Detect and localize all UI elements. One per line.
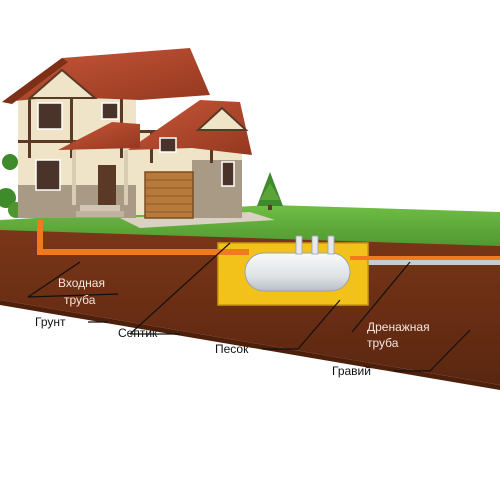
tree-icon [257, 172, 283, 210]
inlet-pipe [37, 220, 500, 260]
label-drain-pipe-2: труба [367, 336, 399, 350]
garage-door [144, 171, 194, 219]
septic-tank [244, 235, 351, 292]
leader-inlet-pipe [27, 293, 119, 298]
leader-lines [27, 242, 471, 372]
leader-gravel-d [429, 329, 471, 372]
label-gravel: Гравий [332, 364, 371, 378]
label-soil: Грунт [35, 315, 66, 329]
label-sand: Песок [215, 342, 249, 356]
bushes [0, 154, 24, 218]
labels: Входная труба Грунт Септик Песок Дренажн… [35, 276, 430, 378]
label-drain-pipe-1: Дренажная [367, 320, 430, 334]
leader-sand-d [297, 299, 341, 350]
leader-soil-a [27, 261, 81, 298]
label-septic: Септик [118, 326, 158, 340]
house [2, 48, 252, 219]
windows [35, 102, 235, 191]
porch-roof [58, 122, 140, 150]
label-inlet-pipe-1: Входная [58, 276, 105, 290]
soil-front-edge [0, 300, 500, 390]
leader-septic-d [129, 242, 231, 335]
leader-drain [351, 261, 411, 333]
soil-section [0, 230, 500, 385]
label-inlet-pipe-2: труба [64, 293, 96, 307]
